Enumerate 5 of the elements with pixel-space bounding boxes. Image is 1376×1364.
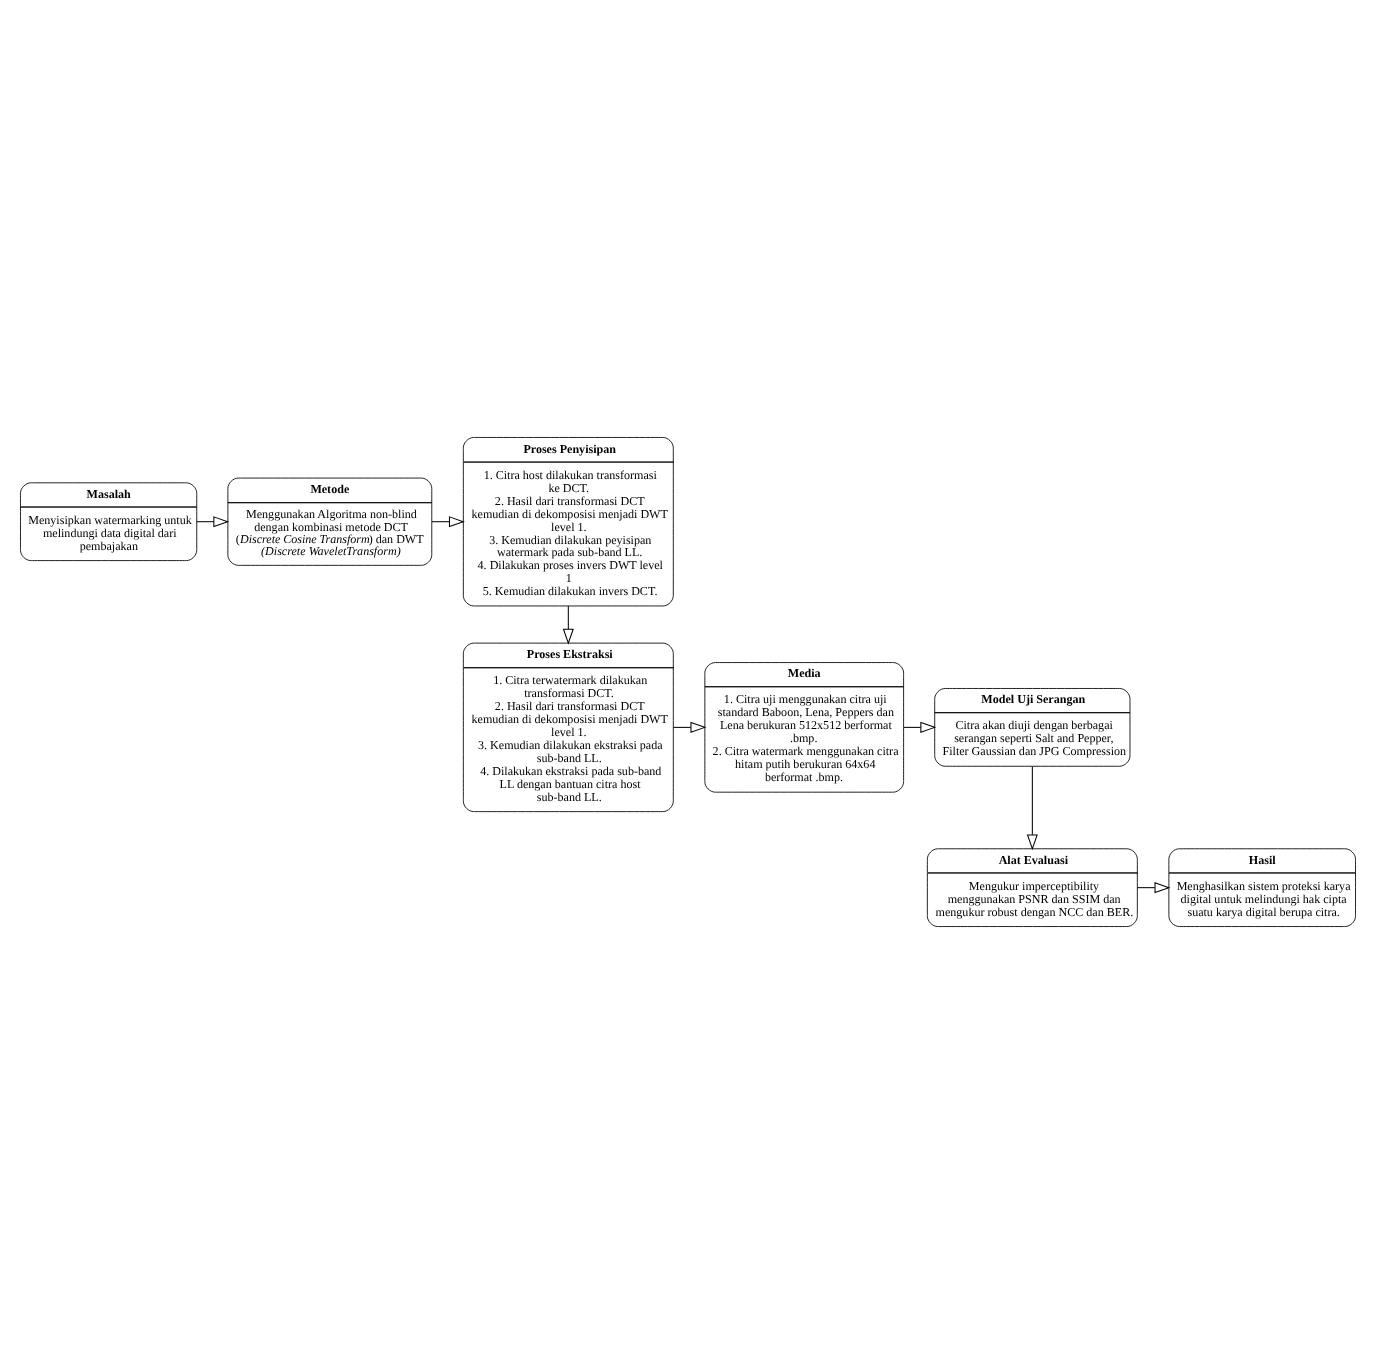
arrow [431,516,465,528]
arrow [1136,882,1171,894]
arrow [562,605,574,645]
arrow [672,721,707,733]
arrow [1026,766,1038,851]
